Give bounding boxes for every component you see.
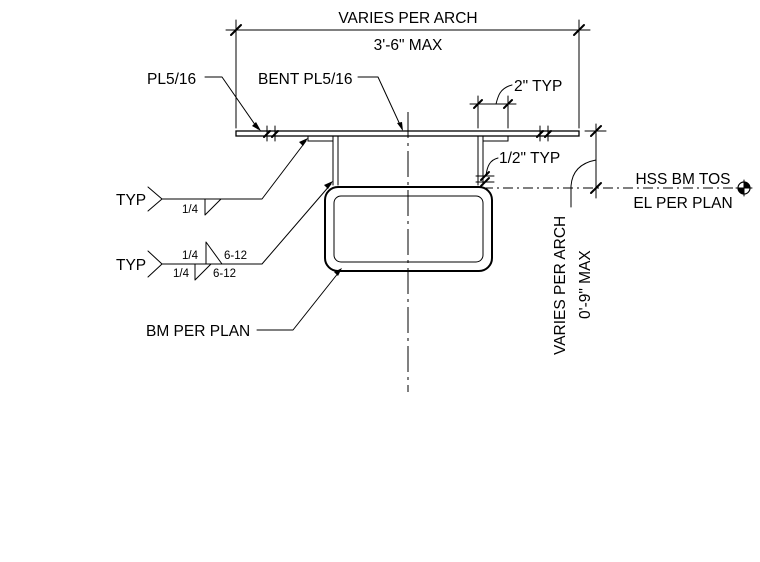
top-dimension-varies-text: VARIES PER ARCH [338, 10, 477, 27]
weld-fillet-tail [147, 186, 163, 212]
top-dimension-tick-right [573, 24, 585, 36]
elevation-marker: HSS BM TOS EL PER PLAN [633, 171, 753, 212]
callout-half-inch-text: 1/2" TYP [499, 150, 560, 167]
callout-beam-arrowhead [334, 268, 342, 276]
callout-beam-text: BM PER PLAN [146, 323, 250, 340]
weld-stitch-bottom-pitch-text: 6-12 [213, 268, 236, 280]
side-dimension-tick-top [590, 125, 602, 137]
callout-bent-plate-leader [357, 76, 403, 130]
elevation-target-fill-q3 [738, 188, 744, 194]
weld-symbol-stitch: TYP 1/4 6-12 1/4 6-12 [116, 181, 333, 281]
plate-dim-tick-3 [536, 130, 544, 138]
two-inch-dim-tick-left [473, 99, 483, 109]
callout-bent-plate: BENT PL5/16 [258, 71, 403, 131]
callout-two-inch-text: 2" TYP [514, 78, 562, 95]
callout-plate: PL5/16 [147, 71, 261, 131]
side-dimension-varies-text: VARIES PER ARCH [552, 216, 569, 355]
weld-stitch-top-size-text: 1/4 [182, 250, 199, 262]
top-dimension-max-text: 3'-6" MAX [374, 37, 443, 54]
weld-stitch-symbol-top [205, 241, 223, 265]
weld-stitch-arrowhead [324, 181, 333, 189]
callout-bent-plate-text: BENT PL5/16 [258, 71, 353, 88]
plate-dim-tick-4 [544, 130, 552, 138]
top-dimension-tick-left [230, 24, 242, 36]
elevation-line1-text: HSS BM TOS [635, 171, 730, 188]
callout-plate-arrowhead [252, 122, 261, 131]
top-dimension: VARIES PER ARCH 3'-6" MAX [225, 10, 591, 129]
plate-dim-tick-2 [271, 130, 279, 138]
weld-symbol-fillet: TYP 1/4 [116, 138, 308, 216]
weld-stitch-bottom-size-text: 1/4 [173, 268, 190, 280]
weld-stitch-typ-text: TYP [116, 257, 146, 274]
weld-fillet-size-text: 1/4 [182, 204, 199, 216]
side-dimension-max-text: 0'-9" MAX [577, 250, 594, 319]
plate-dim-tick-1 [263, 130, 271, 138]
callout-bent-plate-arrowhead [397, 122, 403, 131]
callout-plate-text: PL5/16 [147, 71, 196, 88]
weld-stitch-tail [147, 250, 163, 278]
callout-two-inch: 2" TYP [469, 78, 562, 129]
half-inch-dim-tick-top [480, 171, 490, 181]
plate-dimension-chain [263, 125, 552, 142]
two-inch-dim-tick-right [503, 99, 513, 109]
callout-half-inch: 1/2" TYP [475, 150, 560, 187]
side-dimension-leader [570, 159, 597, 208]
elevation-line2-text: EL PER PLAN [633, 195, 732, 212]
side-dimension-tick-bottom [590, 182, 602, 194]
weld-fillet-arrowhead [299, 138, 308, 146]
callout-plate-leader [204, 76, 259, 130]
weld-fillet-typ-text: TYP [116, 192, 146, 209]
callout-beam: BM PER PLAN [146, 268, 342, 340]
callout-two-inch-leader [495, 84, 513, 105]
side-dimension: VARIES PER ARCH 0'-9" MAX [552, 123, 607, 355]
weld-fillet-reference-line [161, 140, 307, 200]
elevation-target-fill-q1 [744, 182, 750, 188]
weld-stitch-symbol-bottom [194, 263, 212, 281]
weld-fillet-symbol [204, 198, 222, 216]
weld-stitch-top-pitch-text: 6-12 [224, 250, 247, 262]
callout-beam-leader [256, 271, 340, 331]
half-inch-dim-tick-bottom [480, 177, 490, 187]
